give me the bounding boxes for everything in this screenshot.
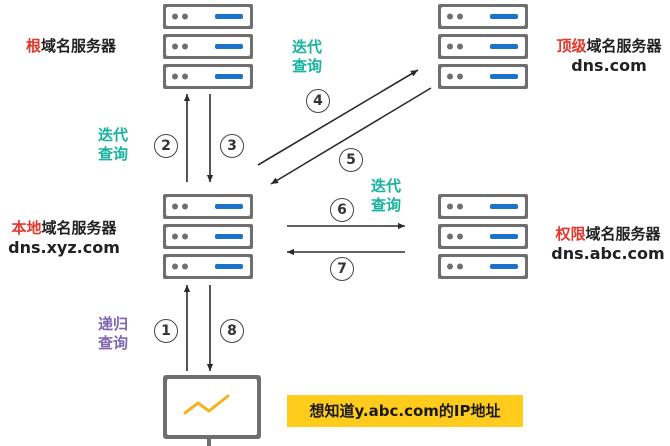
iterative-word: 迭代 bbox=[370, 177, 401, 195]
iterative-word: 迭代 bbox=[291, 38, 322, 56]
iterative-query-label-tld: 迭代查询 bbox=[287, 38, 327, 76]
tld-server-domain: dns.com bbox=[571, 56, 647, 75]
auth-server-highlight: 权限 bbox=[555, 225, 586, 243]
recursive-word: 递归 bbox=[97, 315, 128, 333]
iterative-query-label-root: 迭代查询 bbox=[93, 126, 133, 164]
root-server-highlight: 根 bbox=[26, 37, 42, 55]
recursive-query-label: 递归查询 bbox=[93, 315, 133, 353]
query-word: 查询 bbox=[97, 334, 128, 352]
auth-server-domain: dns.abc.com bbox=[551, 244, 665, 263]
iterative-word: 迭代 bbox=[97, 126, 128, 144]
step-6-badge: 6 bbox=[330, 198, 354, 222]
step-7-badge: 7 bbox=[330, 257, 354, 281]
step-4-badge: 4 bbox=[306, 89, 330, 113]
root-server-label: 根域名服务器 bbox=[26, 37, 116, 56]
iterative-query-label-auth: 迭代查询 bbox=[366, 177, 406, 215]
tld-server-text: 域名服务器 bbox=[586, 37, 662, 55]
root-server-icon bbox=[163, 4, 253, 89]
step-2-badge: 2 bbox=[154, 134, 178, 158]
local-server-icon bbox=[163, 194, 253, 279]
client-computer-icon bbox=[163, 375, 261, 446]
step-1-badge: 1 bbox=[154, 319, 178, 343]
question-note: 想知道y.abc.com的IP地址 bbox=[287, 395, 523, 427]
step-3-badge: 3 bbox=[220, 134, 244, 158]
query-word: 查询 bbox=[370, 196, 401, 214]
local-server-domain: dns.xyz.com bbox=[8, 238, 120, 257]
step-8-badge: 8 bbox=[220, 319, 244, 343]
local-server-text: 域名服务器 bbox=[41, 219, 117, 237]
local-server-highlight: 本地 bbox=[11, 219, 42, 237]
auth-server-text: 域名服务器 bbox=[585, 225, 661, 243]
tld-server-highlight: 顶级 bbox=[556, 37, 587, 55]
query-word: 查询 bbox=[97, 145, 128, 163]
step-5-badge: 5 bbox=[339, 148, 363, 172]
arrow-step-5 bbox=[270, 87, 432, 185]
arrow-step-4 bbox=[257, 69, 419, 166]
root-server-text: 域名服务器 bbox=[41, 37, 117, 55]
query-word: 查询 bbox=[291, 57, 322, 75]
auth-server-icon bbox=[438, 194, 528, 279]
tld-server-icon bbox=[438, 4, 528, 89]
